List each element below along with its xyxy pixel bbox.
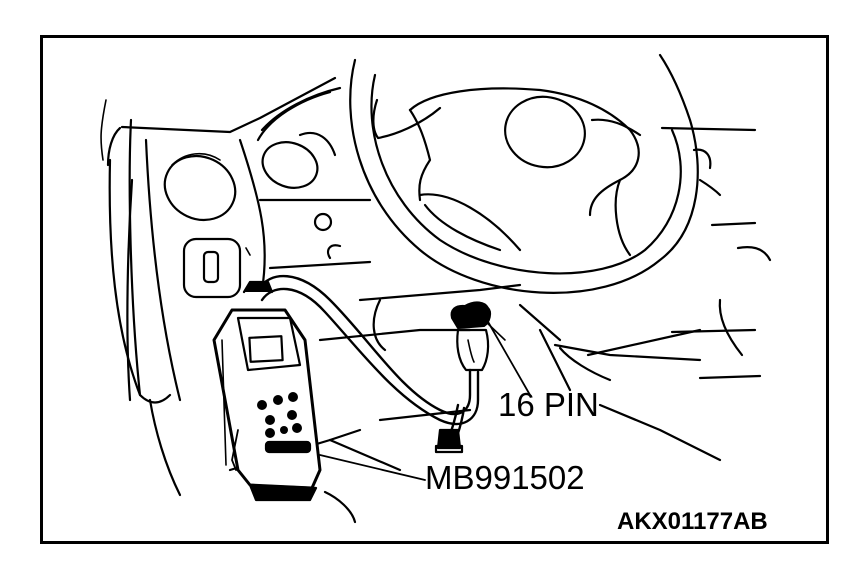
lower-dash	[148, 283, 722, 524]
steering-wheel	[349, 53, 699, 294]
figure-frame	[40, 35, 829, 544]
scan-tool-keypad	[257, 392, 302, 438]
figure-code-label: AKX01177AB	[617, 508, 768, 535]
connector-label: 16 PIN	[498, 386, 599, 423]
door-trim	[100, 99, 142, 402]
16-pin-diagnosis-connector	[450, 301, 506, 372]
scan-tool	[212, 280, 322, 502]
leader-lines	[319, 319, 531, 481]
right-dashboard	[553, 126, 772, 380]
instrument-panel	[106, 76, 372, 404]
cable-plug	[434, 428, 464, 454]
tool-part-number-label: MB991502	[425, 459, 585, 496]
